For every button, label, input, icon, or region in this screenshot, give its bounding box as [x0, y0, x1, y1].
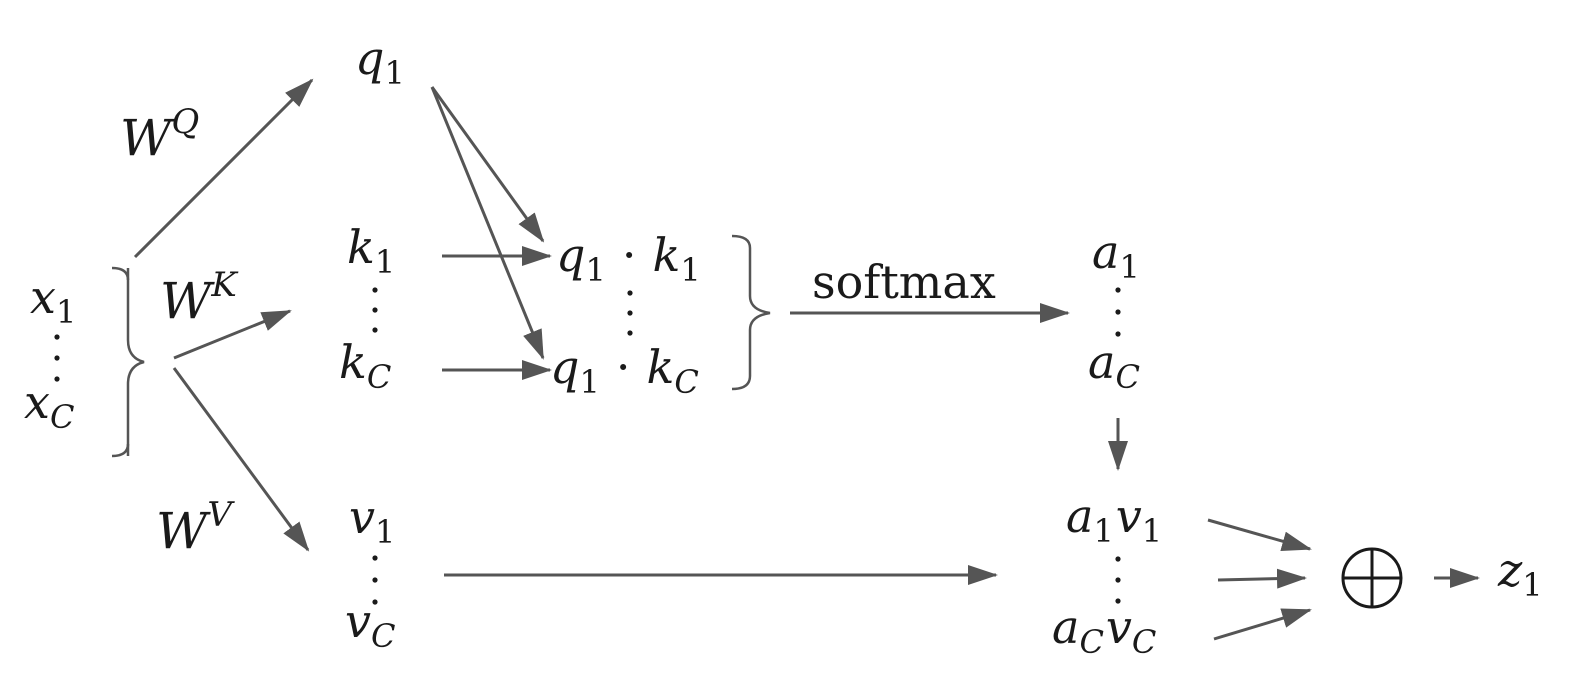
- input-x-1: x1: [30, 270, 76, 331]
- svg-text:k1: k1: [347, 220, 395, 281]
- svg-text:aCvC: aCvC: [1052, 600, 1156, 661]
- svg-text:WV: WV: [156, 495, 235, 560]
- input-brace-top-hook: [111, 266, 130, 281]
- weighted-ellipsis: [1115, 556, 1121, 604]
- dot-products-brace: [748, 248, 771, 376]
- dot-brace-top-hook: [731, 234, 752, 249]
- weight-wq-label: WQ: [120, 102, 199, 167]
- svg-text:aC: aC: [1088, 335, 1140, 396]
- weight-wv-label: WV: [156, 495, 235, 560]
- key-k-1: k1: [347, 220, 395, 281]
- svg-text:kC: kC: [339, 335, 391, 396]
- arrow-weighted1-to-sum: [1207, 518, 1312, 551]
- arrow-weightedC-to-sum: [1213, 608, 1312, 641]
- input-brace: [126, 267, 145, 456]
- dot-product-q1-k1: q1·k1: [556, 228, 701, 289]
- attention-a-1: a1: [1092, 225, 1140, 286]
- svg-text:WQ: WQ: [120, 102, 199, 167]
- sum-circle-plus-icon: [1341, 547, 1403, 609]
- dot-products-ellipsis: [627, 290, 633, 336]
- query-q-1: q1: [355, 31, 405, 92]
- svg-text:a1v1: a1v1: [1066, 489, 1162, 550]
- attention-a-C: aC: [1088, 335, 1140, 396]
- svg-text:v1: v1: [349, 490, 395, 551]
- arrow-query-to-dot1: [430, 86, 545, 243]
- weighted-a1-v1: a1v1: [1066, 489, 1162, 550]
- svg-text:a1: a1: [1092, 225, 1140, 286]
- svg-text:z1: z1: [1497, 543, 1543, 604]
- input-x-C: xC: [24, 375, 74, 436]
- svg-text:q1·k1: q1·k1: [556, 228, 701, 289]
- key-k-C: kC: [339, 335, 391, 396]
- attention-ellipsis: [1115, 287, 1121, 337]
- weighted-aC-vC: aCvC: [1052, 600, 1156, 661]
- arrow-weighted-mid-to-sum: [1217, 568, 1307, 589]
- weight-wk-label: WK: [160, 265, 239, 330]
- output-z-1: z1: [1497, 543, 1543, 604]
- keys-ellipsis: [372, 287, 378, 333]
- input-ellipsis: [54, 334, 60, 382]
- svg-text:vC: vC: [345, 594, 395, 655]
- value-v-C: vC: [345, 594, 395, 655]
- svg-text:WK: WK: [160, 265, 239, 330]
- input-brace-bottom-hook: [111, 443, 130, 458]
- svg-text:q1·kC: q1·kC: [550, 340, 699, 401]
- dot-brace-bottom-hook: [731, 375, 752, 391]
- values-ellipsis: [372, 555, 378, 605]
- arrow-to-values: [172, 367, 310, 552]
- arrow-to-keys: [173, 309, 292, 360]
- arrow-to-query: [133, 78, 314, 259]
- arrow-query-to-dotC: [430, 86, 545, 360]
- svg-text:q1: q1: [355, 31, 405, 92]
- softmax-label: softmax: [812, 255, 996, 309]
- dot-product-q1-kC: q1·kC: [550, 340, 699, 401]
- svg-text:x1: x1: [30, 270, 76, 331]
- svg-text:xC: xC: [24, 375, 74, 436]
- value-v-1: v1: [349, 490, 395, 551]
